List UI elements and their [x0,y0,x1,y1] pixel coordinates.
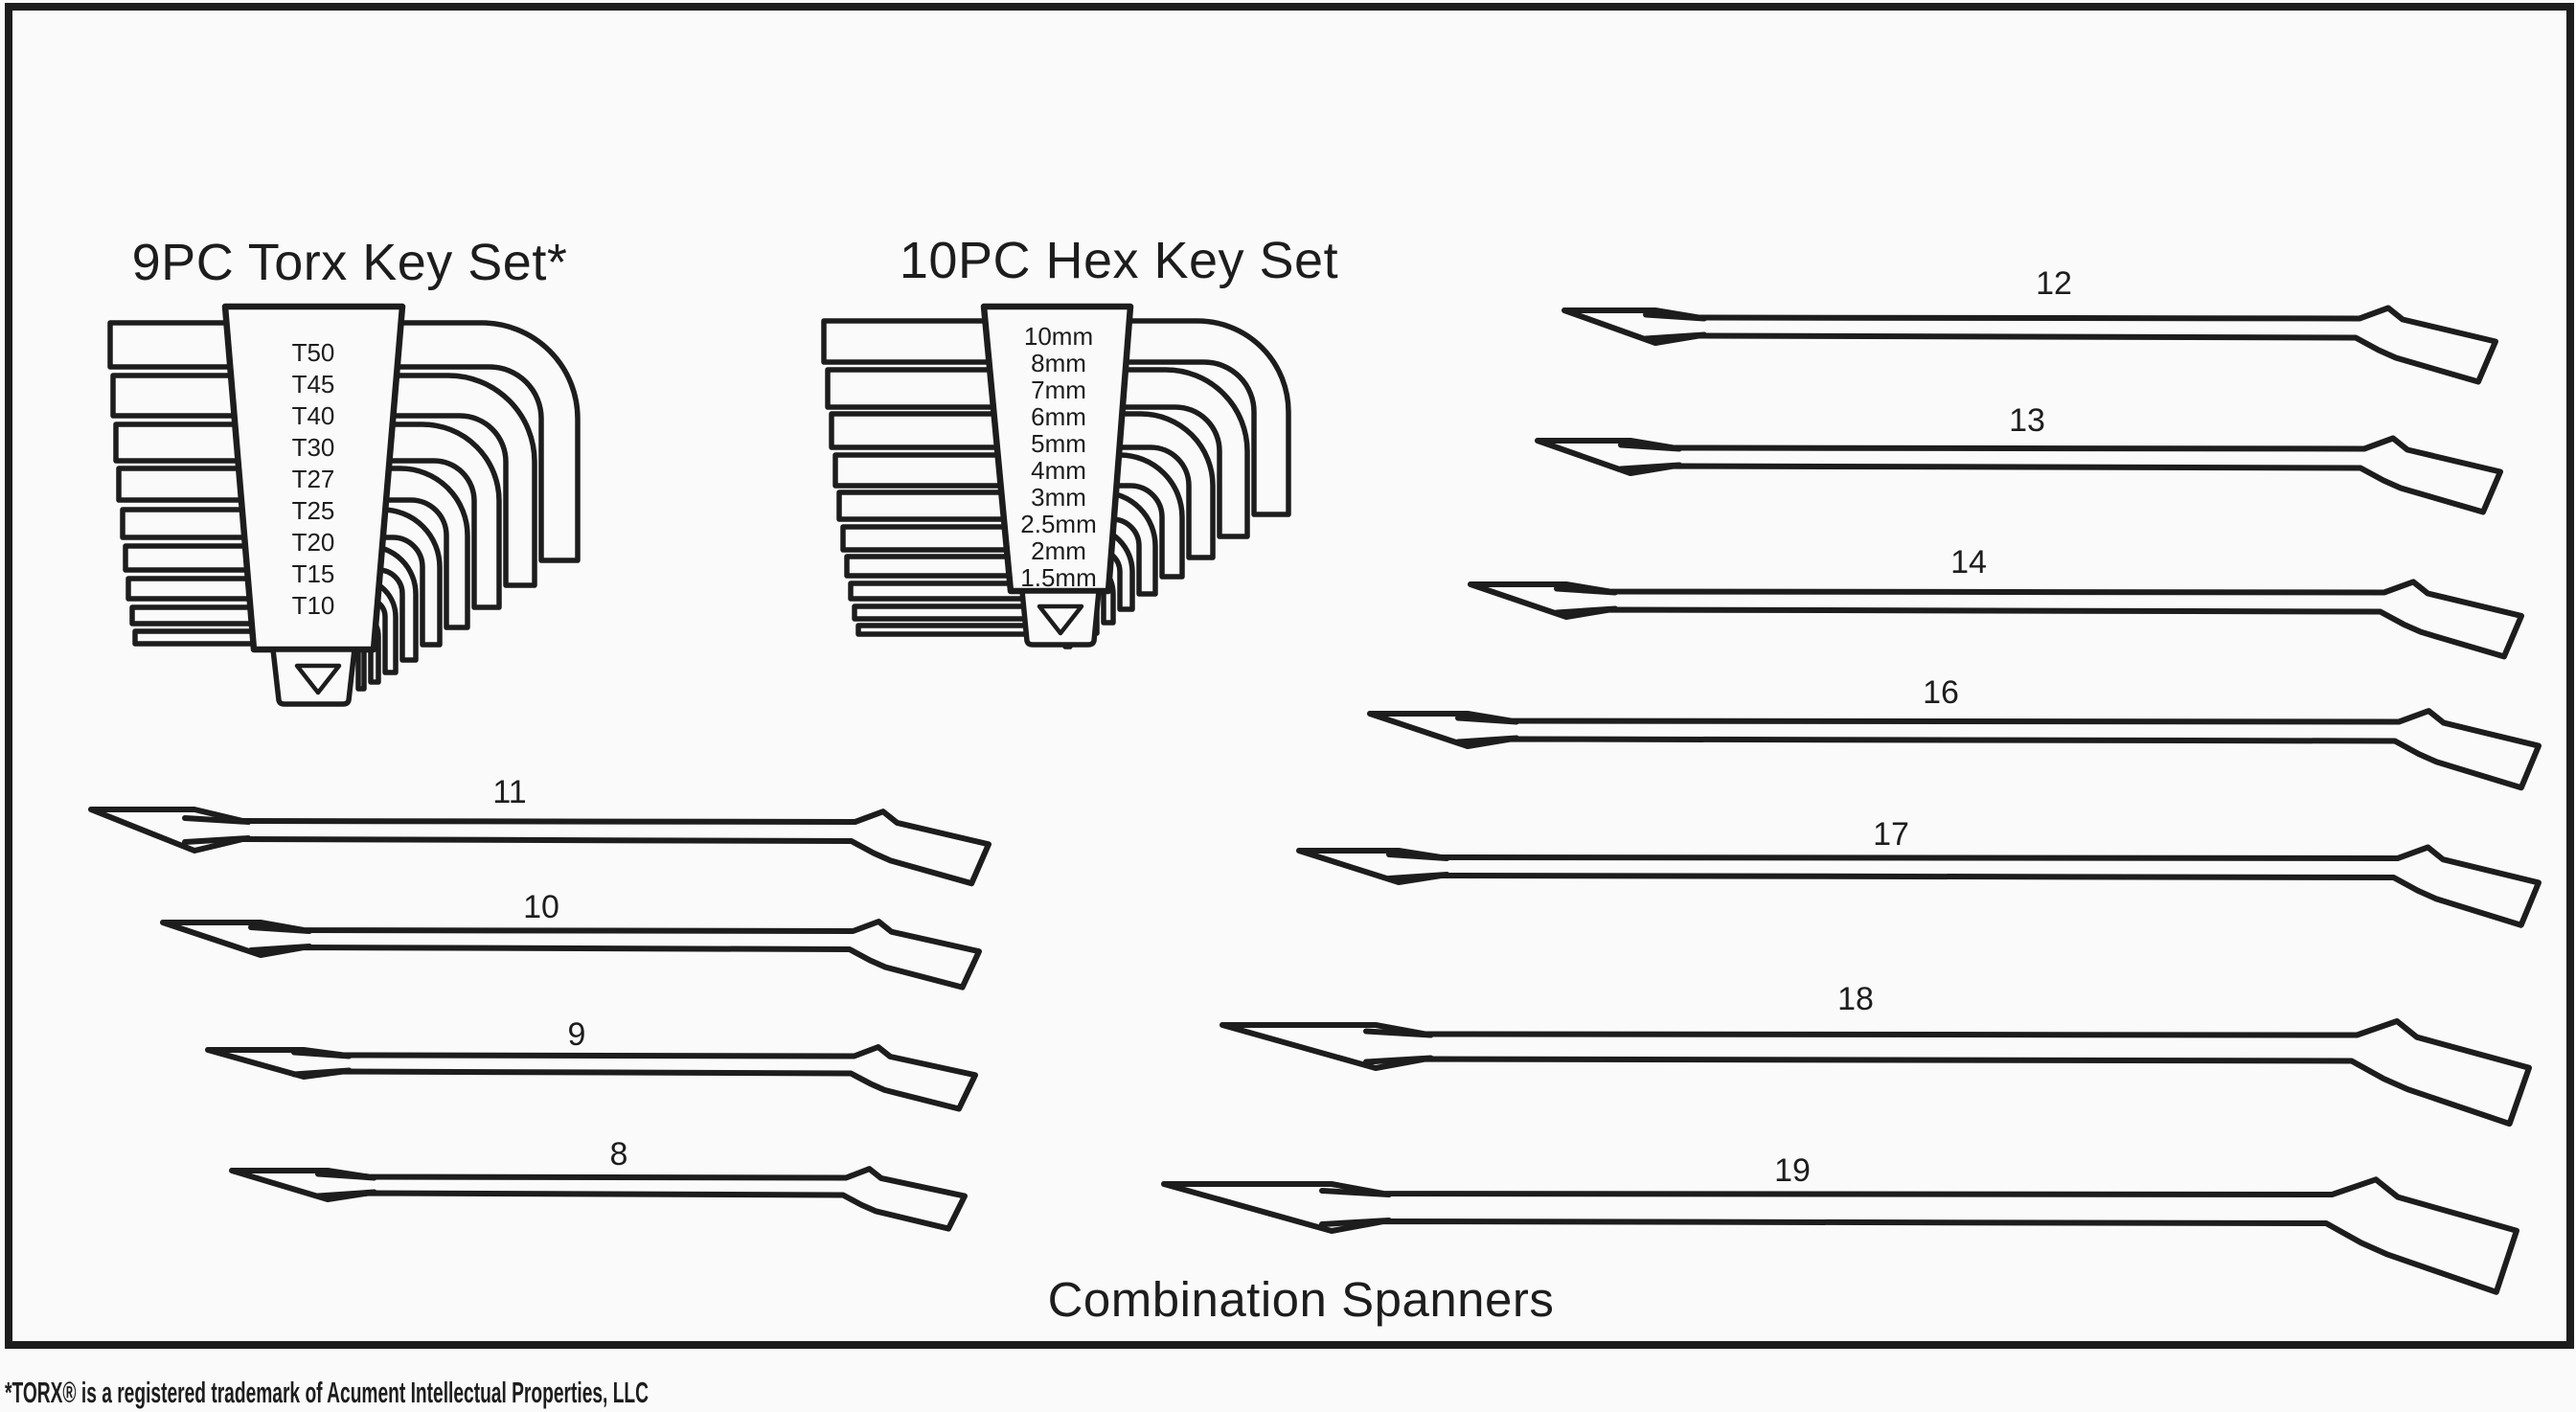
torx-holder [221,303,406,653]
spanner-19 [1161,1176,2519,1295]
torx-size-label: T20 [292,528,335,557]
torx-size-label: T30 [292,433,335,462]
torx-size-label: T25 [292,496,335,525]
spanner-11-size-label: 11 [492,774,526,810]
torx-key-T40 [113,421,502,610]
hex-triangle-mark-icon [1037,604,1084,636]
spanner-16-jaw-chamfer-bottom [1455,735,1519,745]
hex-size-label: 1.5mm [1020,563,1096,592]
spanner-10-jaw-chamfer-bottom [248,944,312,953]
torx-size-label: T45 [292,370,335,399]
spanner-9-jaw-chamfer-top [291,1049,353,1059]
trademark-footnote: *TORX® is a registered trademark of Acum… [5,1376,649,1409]
spanner-10-jaw-chamfer-top [248,924,312,934]
spanner-18-size-label: 18 [1837,981,1874,1017]
spanner-8-size-label: 8 [610,1136,628,1173]
outer-border [5,3,2574,1349]
spanner-9-jaw-chamfer-bottom [291,1067,353,1078]
spanner-13-jaw-chamfer-top [1618,442,1682,452]
hex-size-label: 7mm [1031,376,1086,404]
spanner-11-jaw-chamfer-top [182,815,252,825]
hex-size-label: 6mm [1031,402,1086,431]
spanner-11 [88,807,992,887]
spanner-18 [1220,1018,2532,1127]
torx-size-label: T40 [292,401,335,430]
hex-holder [980,303,1134,595]
spanner-13-jaw-chamfer-bottom [1618,462,1682,472]
spanner-17-size-label: 17 [1873,816,1909,853]
spanner-9-size-label: 9 [568,1016,586,1053]
spanner-12-jaw-chamfer-bottom [1643,331,1707,342]
spanner-14-jaw-chamfer-bottom [1554,605,1618,616]
combination-spanners-group: 8 9 10 11 12 13 14 16 17 18 19 [88,265,2542,1295]
torx-size-label: T15 [292,559,335,588]
spanner-10 [160,919,982,991]
spanner-14-jaw-chamfer-top [1554,585,1618,596]
spanner-19-jaw-chamfer-top [1319,1188,1392,1197]
spanner-17-jaw-chamfer-bottom [1386,872,1450,881]
hex-size-label: 10mm [1024,322,1093,351]
spanner-8-jaw-chamfer-top [315,1171,377,1181]
spanner-17-jaw-chamfer-top [1386,852,1450,861]
hex-size-label: 2mm [1031,536,1086,565]
spanner-14-size-label: 14 [1950,544,1987,581]
torx-triangle-mark-icon [294,663,342,695]
spanner-13 [1535,435,2503,515]
torx-size-label: T10 [292,591,335,620]
torx-holder-tab [270,647,357,707]
spanner-17 [1296,844,2542,928]
spanner-12-jaw-chamfer-top [1643,311,1707,322]
torx-size-label: T50 [292,338,335,367]
spanner-18-jaw-chamfer-bottom [1363,1055,1434,1065]
hex-size-label: 3mm [1031,483,1086,512]
spanner-19-jaw-chamfer-bottom [1319,1218,1392,1227]
spanners-title: Combination Spanners [1048,1272,1555,1327]
spanner-11-jaw-chamfer-bottom [182,835,252,845]
torx-key-T45 [110,373,537,588]
hex-size-label: 2.5mm [1020,510,1096,538]
spanner-14 [1468,579,2524,660]
spanner-12 [1562,305,2498,385]
torx-key-T50 [107,320,581,563]
spanner-16 [1367,708,2542,791]
spanner-9 [205,1044,978,1112]
spanner-16-size-label: 16 [1923,674,1959,711]
spanner-8-jaw-chamfer-bottom [315,1189,377,1199]
spanner-8 [229,1166,968,1232]
hex-size-label: 4mm [1031,456,1086,485]
spanner-13-size-label: 13 [2009,402,2045,439]
hex-size-label: 8mm [1031,349,1086,377]
spanner-19-size-label: 19 [1774,1152,1811,1189]
spanner-10-size-label: 10 [523,889,559,925]
spanner-12-size-label: 12 [2036,265,2072,302]
torx-size-label: T27 [292,465,335,493]
spanner-18-jaw-chamfer-top [1363,1028,1434,1038]
torx-set-title: 9PC Torx Key Set* [132,234,568,291]
hex-set-title: 10PC Hex Key Set [900,232,1338,289]
hex-size-label: 5mm [1031,429,1086,458]
hex-holder-tab [1019,588,1102,648]
spanner-16-jaw-chamfer-top [1455,715,1519,725]
torx-key-T30 [116,466,470,630]
